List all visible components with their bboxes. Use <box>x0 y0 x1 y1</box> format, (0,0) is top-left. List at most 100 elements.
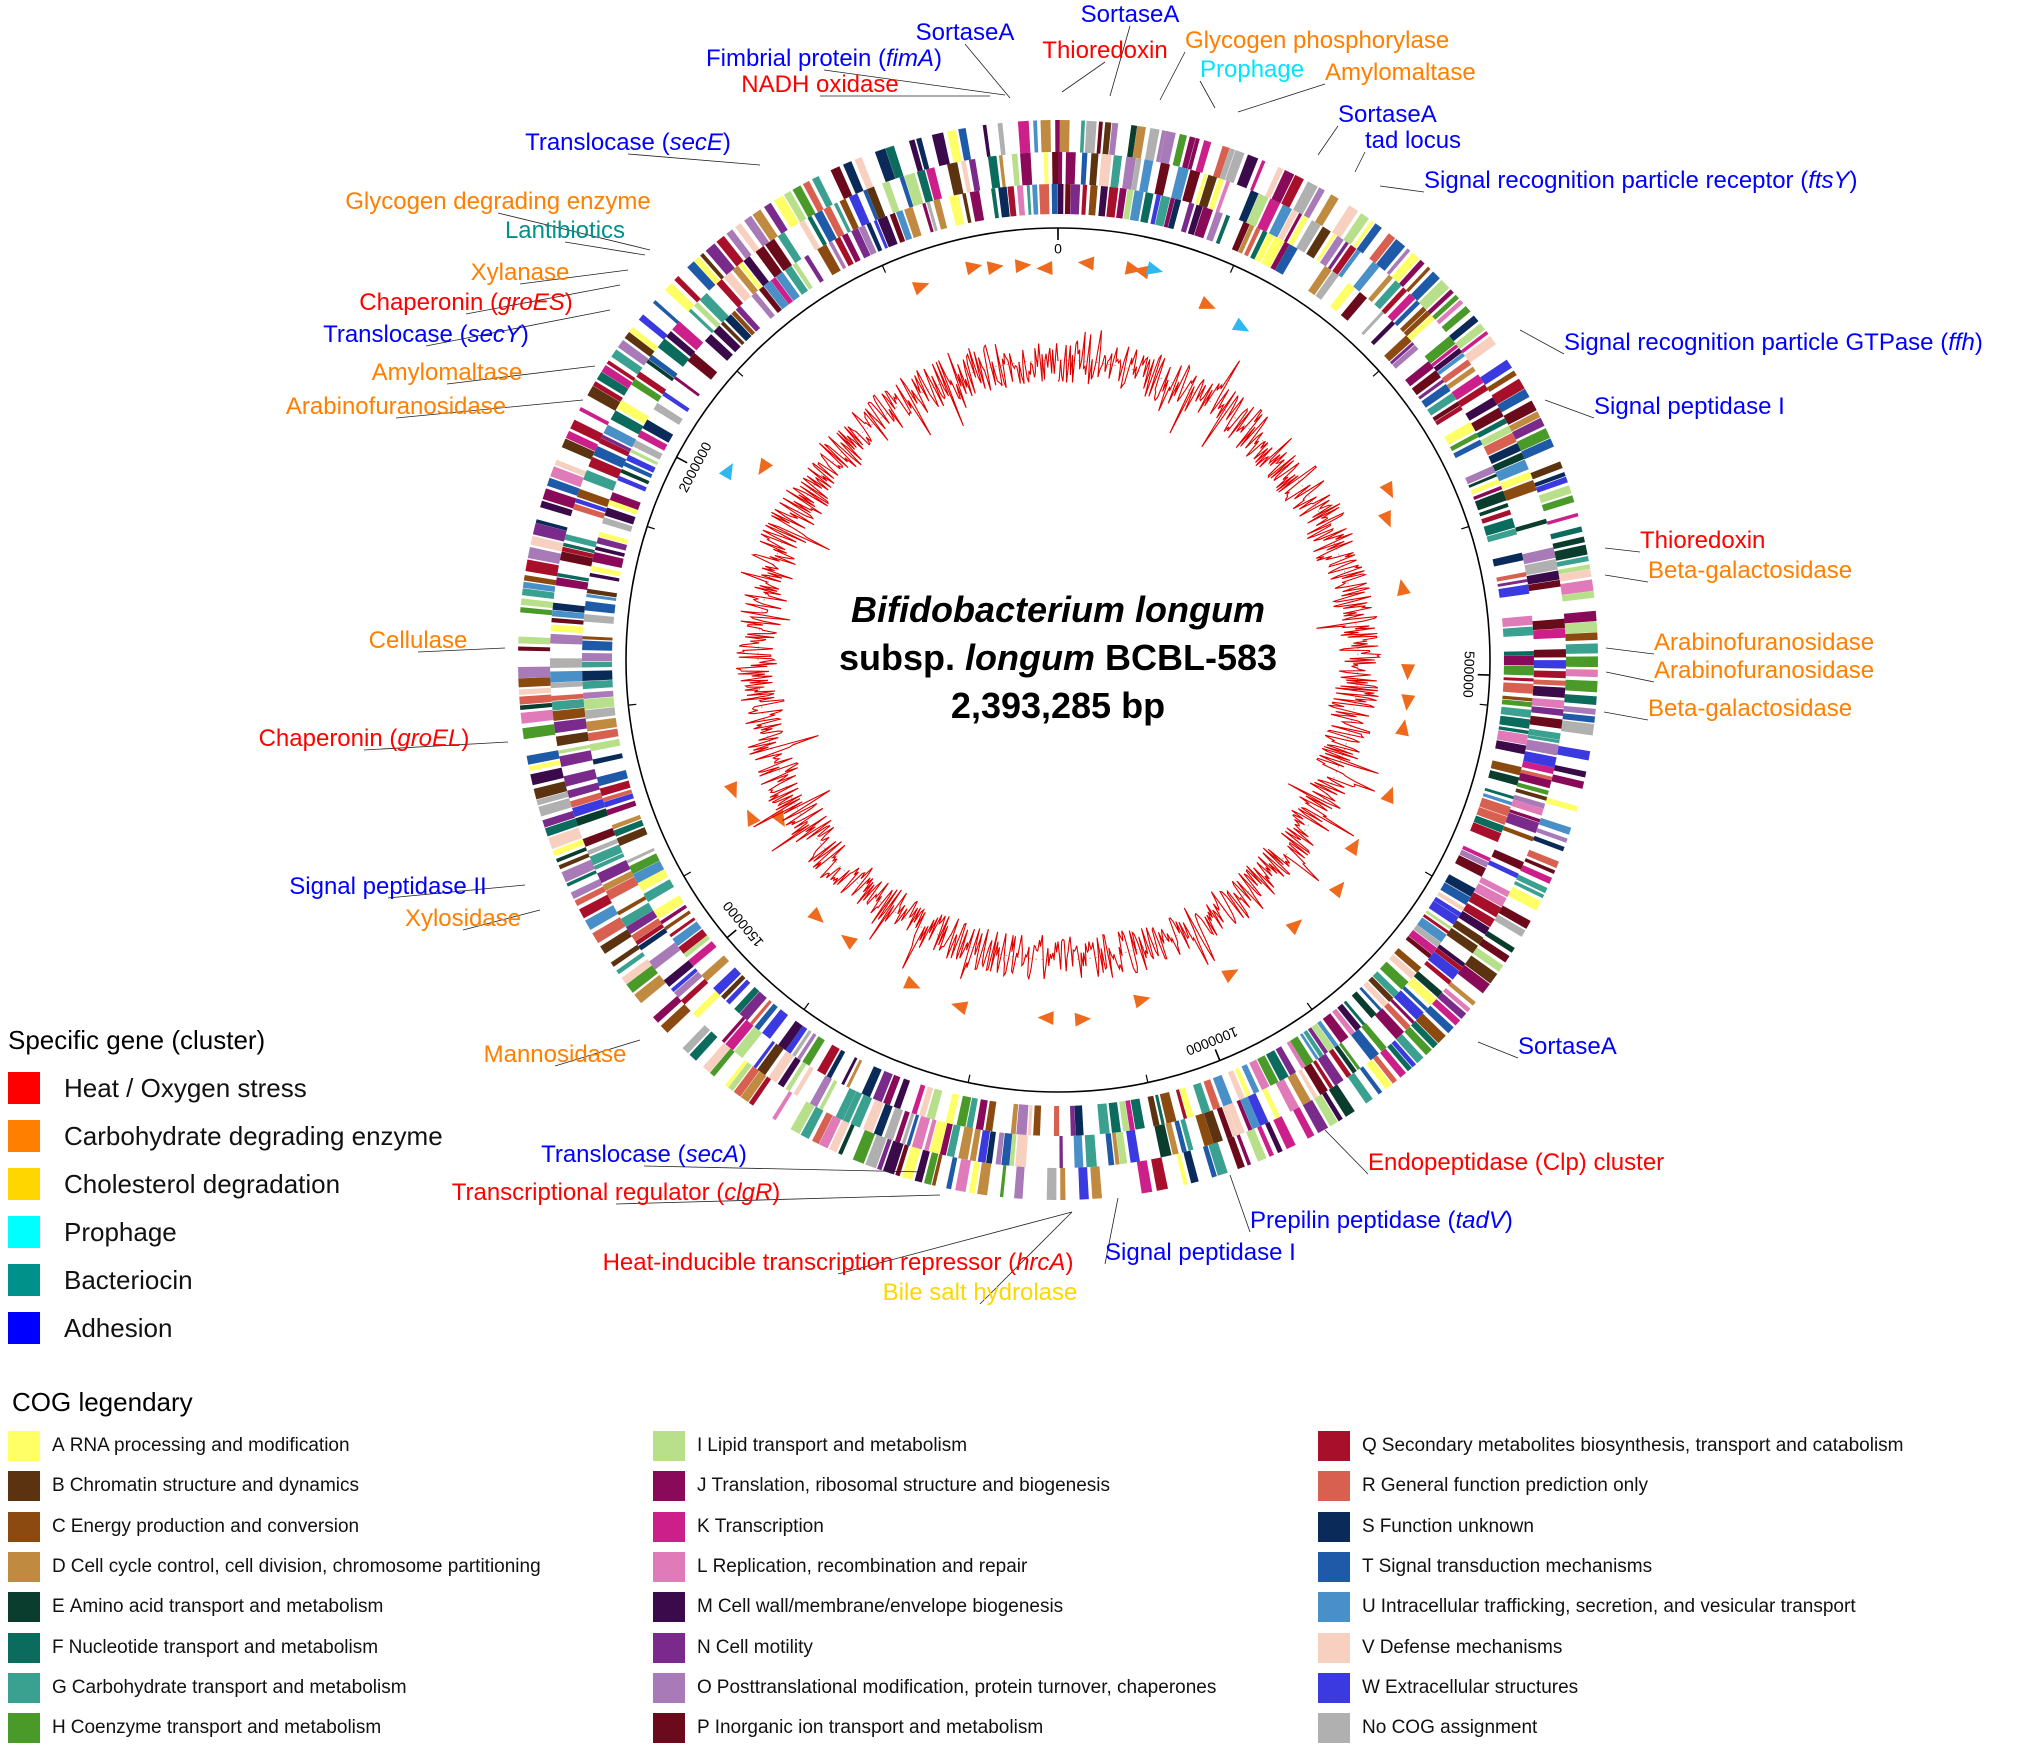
gene-label: Thioredoxin <box>1640 527 1765 554</box>
cog-description: Posttranslational modification, protein … <box>717 1677 1217 1698</box>
gene-label: Chaperonin (groEL) <box>259 725 470 752</box>
cog-gene-block <box>969 159 980 192</box>
cog-legend-item: No COG assignment <box>1318 1708 2008 1748</box>
cog-gene-block <box>1361 311 1384 335</box>
scale-tick-label: 1000000 <box>1184 1024 1241 1059</box>
leader-line <box>965 44 1010 98</box>
gene-label: Cellulase <box>369 627 468 654</box>
cog-description: Inorganic ion transport and metabolism <box>715 1717 1043 1738</box>
scale-tick <box>882 265 885 272</box>
cog-swatch <box>8 1512 40 1542</box>
cog-gene-block <box>1088 185 1097 215</box>
cog-swatch <box>653 1552 685 1582</box>
scale-tick <box>1480 704 1488 705</box>
cog-gene-block <box>1012 154 1020 186</box>
cog-description: Amino acid transport and metabolism <box>70 1596 384 1617</box>
cog-letter: A <box>52 1435 65 1456</box>
cog-swatch <box>1318 1431 1350 1461</box>
cog-gene-block <box>1480 360 1512 385</box>
cog-letter: B <box>52 1475 65 1496</box>
gene-label: Arabinofuranosidase <box>1654 629 1874 656</box>
cog-letter: W <box>1362 1677 1380 1698</box>
cog-swatch <box>1318 1673 1350 1703</box>
cog-gene-block <box>556 732 589 746</box>
legend-label: Bacteriocin <box>64 1265 193 1296</box>
carb-gene-arrow <box>1015 258 1032 273</box>
cog-description: No COG assignment <box>1362 1717 1537 1738</box>
gene-label: Translocase (secA) <box>541 1141 747 1168</box>
carb-gene-arrow <box>912 277 932 296</box>
cog-letter: V <box>1362 1637 1375 1658</box>
cog-gene-block <box>1052 152 1058 184</box>
cog-letter: T <box>1362 1556 1374 1577</box>
cog-gene-block <box>518 677 550 687</box>
cog-gene-block <box>1504 677 1534 681</box>
cog-gene-block <box>674 376 700 396</box>
cog-gene-block <box>585 601 616 614</box>
cog-gene-block <box>519 688 551 695</box>
carb-gene-arrow <box>1380 481 1400 502</box>
cog-gene-block <box>1075 1105 1084 1135</box>
cog-gene-block <box>991 188 999 218</box>
cog-letter: P <box>697 1717 710 1738</box>
cog-gene-block <box>1090 1166 1102 1199</box>
scale-major-tick <box>677 457 688 463</box>
cog-letter: R <box>1362 1475 1376 1496</box>
prophage-arrow <box>719 460 739 481</box>
cog-letter: U <box>1362 1596 1376 1617</box>
gene-label: Beta-galactosidase <box>1648 695 1852 722</box>
cog-letter: Q <box>1362 1435 1377 1456</box>
cog-gene-block <box>593 753 623 764</box>
gene-label: Xylanase <box>471 259 570 286</box>
cog-gene-block <box>1109 1102 1121 1133</box>
cog-letter: E <box>52 1596 65 1617</box>
specific-legend-item: Cholesterol degradation <box>8 1160 478 1208</box>
cog-gene-block <box>1566 669 1598 677</box>
cog-gene-block <box>976 1099 988 1130</box>
leader-line <box>1606 672 1654 682</box>
cog-gene-block <box>1070 184 1080 214</box>
cog-swatch <box>653 1673 685 1703</box>
cog-gene-block <box>1533 686 1566 698</box>
cog-gene-block <box>804 255 824 283</box>
carb-gene-arrow <box>1198 296 1218 315</box>
cog-gene-block <box>970 191 984 222</box>
cog-gene-block <box>653 403 682 425</box>
gene-label: Prophage <box>1200 56 1304 83</box>
cog-gene-block <box>1554 765 1587 778</box>
cog-gene-block <box>1060 1168 1065 1200</box>
cog-gene-block <box>772 1091 792 1120</box>
cog-gene-block <box>1565 680 1598 693</box>
scale-tick <box>804 1003 809 1009</box>
cog-gene-block <box>1545 798 1577 812</box>
cog-gene-block <box>1047 1168 1057 1200</box>
cog-gene-block <box>584 614 615 624</box>
cog-gene-block <box>1533 679 1565 685</box>
cog-gene-block <box>518 647 550 652</box>
cog-gene-block <box>611 945 640 967</box>
cog-gene-block <box>665 283 695 312</box>
cog-gene-block <box>793 1066 813 1096</box>
carb-gene-arrow <box>1329 877 1350 898</box>
cog-letter: O <box>697 1677 712 1698</box>
cog-gene-block <box>961 160 971 192</box>
specific-legend-item: Heat / Oxygen stress <box>8 1064 478 1112</box>
cog-gene-block <box>564 769 598 787</box>
gene-label: SortaseA <box>1518 1033 1617 1060</box>
cog-gene-block <box>1017 185 1025 215</box>
cog-swatch <box>653 1431 685 1461</box>
